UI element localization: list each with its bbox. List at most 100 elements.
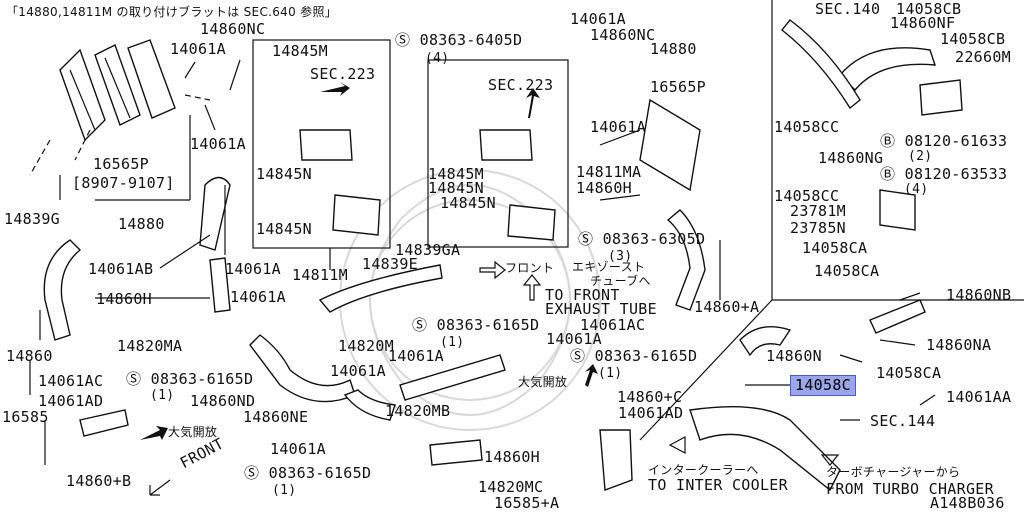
- part-14820m: 14820M: [338, 337, 394, 355]
- part-16585-plus-a: 16585+A: [494, 494, 560, 512]
- part-16565p-2: 16565P: [650, 78, 706, 96]
- part-14860-plus-a: 14860+A: [694, 298, 760, 316]
- part-16565p-1: 16565P: [93, 155, 149, 173]
- part-14061a-7: 14061A: [546, 330, 602, 348]
- part-14845m: 14845M: [272, 42, 328, 60]
- air-cleaner-left: [59, 39, 176, 142]
- front-jp: フロント: [505, 261, 555, 275]
- part-14061a-8: 14061A: [388, 347, 444, 365]
- qty-1-d: (1): [272, 483, 297, 498]
- to-inter-cooler: TO INTER COOLER: [648, 476, 788, 494]
- screw-08363-6305d: Ⓢ 08363-6305D: [578, 230, 706, 248]
- part-14860n: 14860N: [766, 347, 822, 365]
- part-14061a-3: 14061A: [570, 10, 626, 28]
- part-14860h-2: 14860H: [96, 290, 152, 308]
- qty-3: (3): [608, 249, 633, 264]
- screw-08363-6405d: Ⓢ 08363-6405D: [395, 31, 523, 49]
- part-14061a-1: 14061A: [170, 40, 226, 58]
- part-14839e: 14839E: [362, 255, 418, 273]
- exhaust-tube: EXHAUST TUBE: [545, 300, 657, 318]
- part-14845m-2: 14845M: [428, 165, 484, 183]
- part-14058c-highlighted[interactable]: 14058C: [790, 375, 856, 396]
- part-14880-1: 14880: [118, 215, 165, 233]
- exhaust-jp-1: エキゾースト: [572, 260, 646, 274]
- part-14839g: 14839G: [4, 210, 60, 228]
- sec-223-a: SEC.223: [310, 65, 376, 83]
- part-23785n: 23785N: [790, 219, 846, 237]
- part-14860-plus-c: 14860+C: [617, 388, 683, 406]
- part-14880-2: 14880: [650, 40, 697, 58]
- part-14061aa: 14061AA: [946, 388, 1012, 406]
- part-14820mb: 14820MB: [385, 402, 451, 420]
- bolt-08120-63533: Ⓑ 08120-63533: [880, 165, 1008, 183]
- qty-4-b: (4): [904, 182, 929, 197]
- sec-144: SEC.144: [870, 412, 936, 430]
- box-14811ma: [427, 59, 569, 248]
- part-14845n-1: 14845N: [256, 165, 312, 183]
- part-14061a-5: 14061A: [225, 260, 281, 278]
- part-14860nf: 14860NF: [890, 14, 956, 32]
- part-14061ad-1: 14061AD: [38, 392, 104, 410]
- part-14061ab: 14061AB: [88, 260, 154, 278]
- part-14845n-4: 14845N: [440, 194, 496, 212]
- part-14845n-3: 14845N: [428, 179, 484, 197]
- part-14061a-10: 14061A: [270, 440, 326, 458]
- part-14061a-9: 14061A: [330, 362, 386, 380]
- part-14839ga: 14839GA: [395, 241, 461, 259]
- sec-223-b: SEC.223: [488, 76, 554, 94]
- box-14811m: [252, 39, 391, 249]
- to-front: TO FRONT: [545, 286, 620, 304]
- part-14058ca-3: 14058CA: [876, 364, 942, 382]
- part-22660m: 22660M: [955, 48, 1011, 66]
- part-14860nc-a: 14860NC: [200, 20, 266, 38]
- part-14061ac-1: 14061AC: [580, 316, 646, 334]
- part-14860na: 14860NA: [926, 336, 992, 354]
- atmosphere-jp-2: 大気開放: [168, 425, 218, 439]
- sec-140: SEC.140: [815, 0, 881, 18]
- part-14820ma: 14820MA: [117, 337, 183, 355]
- part-14061ac-2: 14061AC: [38, 372, 104, 390]
- part-14860: 14860: [6, 347, 53, 365]
- screw-08363-6165d-1: Ⓢ 08363-6165D: [412, 316, 540, 334]
- part-14860nc-b: 14860NC: [590, 26, 656, 44]
- part-14811ma: 14811MA: [576, 163, 642, 181]
- part-14860nd: 14860ND: [190, 392, 256, 410]
- screw-08363-6165d-4: Ⓢ 08363-6165D: [244, 464, 372, 482]
- intercooler-jp: インタークーラーへ: [648, 463, 759, 477]
- qty-1-a: (1): [440, 335, 465, 350]
- part-14860ng: 14860NG: [818, 149, 884, 167]
- part-14061a-4: 14061A: [590, 118, 646, 136]
- diagram-code: A148B036: [930, 494, 1005, 512]
- part-14061ad-2: 14061AD: [618, 404, 684, 422]
- atmosphere-jp-1: 大気開放: [518, 375, 568, 389]
- part-14860h-1: 14860H: [576, 179, 632, 197]
- qty-1-c: (1): [150, 388, 175, 403]
- screw-08363-6165d-3: Ⓢ 08363-6165D: [126, 370, 254, 388]
- qty-4-a: (4): [425, 51, 450, 66]
- qty-2: (2): [908, 149, 933, 164]
- part-14860h-3: 14860H: [484, 448, 540, 466]
- part-14058cc-2: 14058CC: [774, 187, 840, 205]
- part-14860ne: 14860NE: [243, 408, 309, 426]
- part-16585: 16585: [2, 408, 49, 426]
- from-turbo-charger: FROM TURBO CHARGER: [826, 480, 994, 498]
- part-23781m: 23781M: [790, 202, 846, 220]
- part-14058cb-1: 14058CB: [896, 0, 962, 18]
- part-14061a-6: 14061A: [230, 288, 286, 306]
- part-14820mc: 14820MC: [478, 478, 544, 496]
- part-14860-plus-b: 14860+B: [66, 472, 132, 490]
- header-note: 「14880,14811M の取り付けブラットは SEC.640 参照」: [6, 5, 338, 19]
- part-14058ca-1: 14058CA: [802, 239, 868, 257]
- qty-1-b: (1): [598, 366, 623, 381]
- part-14860nb: 14860NB: [946, 286, 1012, 304]
- bolt-08120-61633: Ⓑ 08120-61633: [880, 132, 1008, 150]
- part-14058cc-1: 14058CC: [774, 118, 840, 136]
- part-14061a-2: 14061A: [190, 135, 246, 153]
- part-14058ca-2: 14058CA: [814, 262, 880, 280]
- part-14058cb-2: 14058CB: [940, 30, 1006, 48]
- part-16565p-range: [8907-9107]: [72, 174, 175, 192]
- screw-08363-6165d-2: Ⓢ 08363-6165D: [570, 347, 698, 365]
- turbo-jp: ターボチャージャーから: [826, 465, 961, 479]
